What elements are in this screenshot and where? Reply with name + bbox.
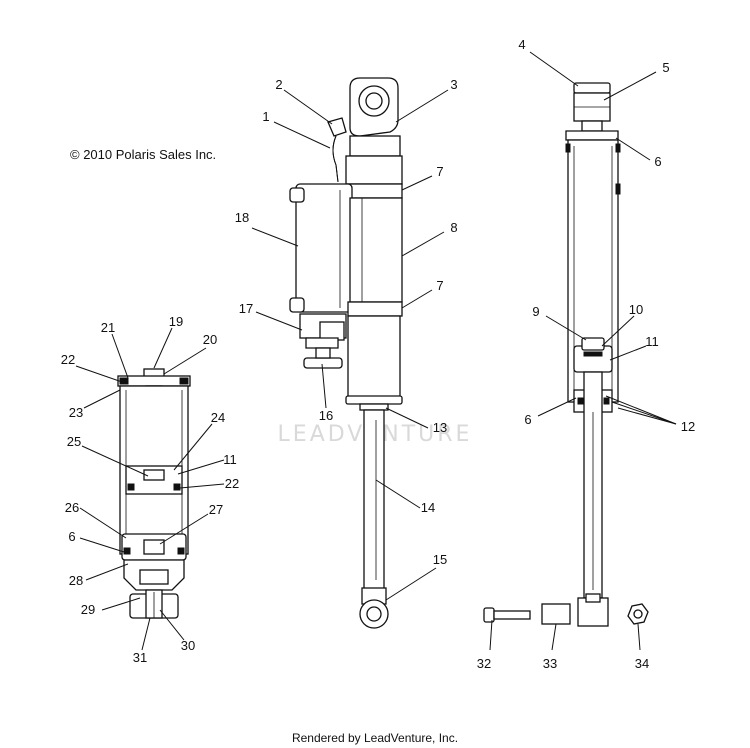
callout-31: 31 <box>133 650 147 665</box>
callout-32: 32 <box>477 656 491 671</box>
callout-6-right-top: 6 <box>654 154 661 169</box>
callout-numbers: 1 2 3 4 5 6 6 6 7 7 8 9 10 11 11 12 13 1… <box>61 37 695 671</box>
callout-6-right-bottom: 6 <box>524 412 531 427</box>
callout-9: 9 <box>532 304 539 319</box>
callout-7-top: 7 <box>436 164 443 179</box>
copyright-text: © 2010 Polaris Sales Inc. <box>70 147 216 162</box>
callout-30: 30 <box>181 638 195 653</box>
callout-1: 1 <box>262 109 269 124</box>
callout-5: 5 <box>662 60 669 75</box>
left-section-view <box>117 368 191 619</box>
callout-28: 28 <box>69 573 83 588</box>
callout-14: 14 <box>421 500 435 515</box>
callout-4: 4 <box>518 37 525 52</box>
callout-27: 27 <box>209 502 223 517</box>
callout-19: 19 <box>169 314 183 329</box>
leader-lines <box>75 51 677 651</box>
callout-15: 15 <box>433 552 447 567</box>
callout-34: 34 <box>635 656 649 671</box>
callout-3: 3 <box>450 77 457 92</box>
callout-22-bottom: 22 <box>225 476 239 491</box>
callout-12: 12 <box>681 419 695 434</box>
callout-26: 26 <box>65 500 79 515</box>
main-shock-assembly <box>289 77 403 629</box>
callout-16: 16 <box>319 408 333 423</box>
right-section-view <box>483 82 649 627</box>
callout-22-top: 22 <box>61 352 75 367</box>
callout-7-bottom: 7 <box>436 278 443 293</box>
callout-21: 21 <box>101 320 115 335</box>
callout-17: 17 <box>239 301 253 316</box>
footer-credit: Rendered by LeadVenture, Inc. <box>292 731 458 745</box>
callout-23: 23 <box>69 405 83 420</box>
callout-11-left: 11 <box>223 452 237 467</box>
callout-10: 10 <box>629 302 643 317</box>
callout-29: 29 <box>81 602 95 617</box>
callout-33: 33 <box>543 656 557 671</box>
callout-6-left: 6 <box>68 529 75 544</box>
callout-11-right: 11 <box>645 334 659 349</box>
callout-20: 20 <box>203 332 217 347</box>
callout-8: 8 <box>450 220 457 235</box>
callout-18: 18 <box>235 210 249 225</box>
callout-24: 24 <box>211 410 225 425</box>
callout-2: 2 <box>275 77 282 92</box>
callout-25: 25 <box>67 434 81 449</box>
callout-13: 13 <box>433 420 447 435</box>
